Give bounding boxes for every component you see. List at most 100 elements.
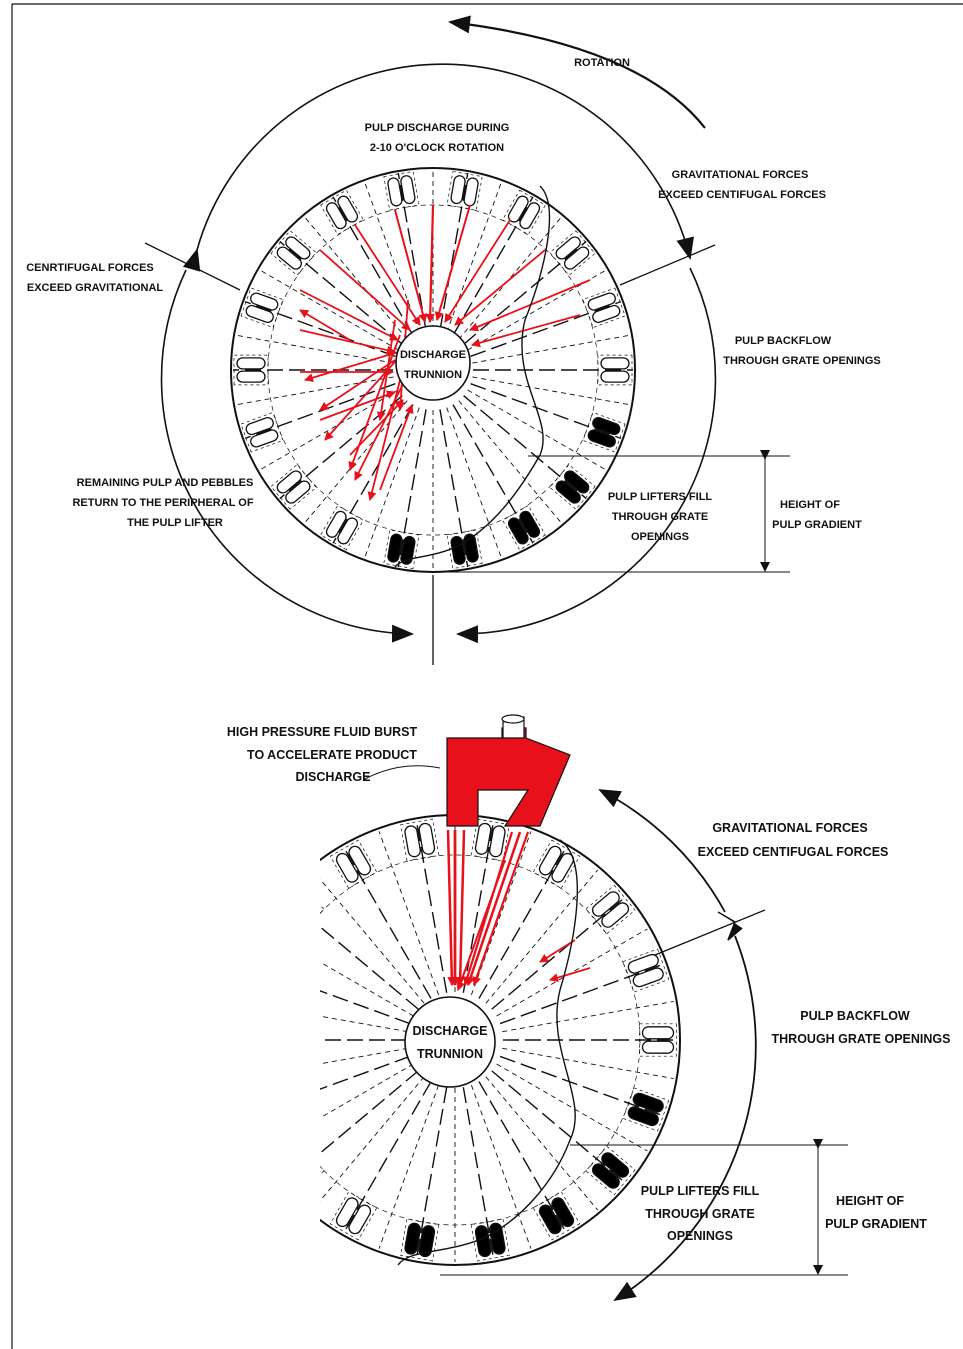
radial-line <box>378 831 440 996</box>
pulp-lifter <box>532 1191 581 1241</box>
lifter-slot <box>601 902 630 928</box>
lifter-slot <box>279 1150 310 1179</box>
discharge-trunnion <box>395 325 471 401</box>
lifter-slot <box>519 510 541 538</box>
pulp-lifter <box>502 189 546 236</box>
backflow-label-line1: PULP BACKFLOW <box>735 335 832 347</box>
lifter-slot <box>245 304 274 324</box>
lifter-slot <box>632 1092 664 1113</box>
lifter-slot <box>335 852 359 883</box>
lifter-slot <box>450 175 466 205</box>
radial-line <box>491 1070 626 1184</box>
lifter-slot <box>400 535 416 565</box>
discharge-arrow <box>471 314 581 348</box>
lifter-slot <box>538 1204 562 1235</box>
discharge-arrow <box>549 967 591 983</box>
lifter-frame <box>470 1218 510 1262</box>
pulp-lifter <box>241 1088 287 1131</box>
radial-line <box>397 172 427 331</box>
lifter-frame <box>639 1023 677 1057</box>
lifter-slot <box>601 1152 630 1178</box>
radial-line <box>485 869 599 1004</box>
radial-line <box>343 1081 432 1233</box>
radial-line <box>499 963 664 1025</box>
discharge-arrow <box>354 224 421 326</box>
lifter-slot <box>564 470 590 494</box>
radial-line <box>320 1047 408 1065</box>
radial-line <box>332 404 414 544</box>
backflow-arc-arrow <box>613 935 757 1302</box>
lifter-slot <box>592 416 621 436</box>
red-discharge-arrows <box>299 204 591 501</box>
lifter-slot <box>276 470 302 494</box>
lifter-frame <box>383 171 420 211</box>
radial-line <box>496 1063 648 1152</box>
backflow-label-line2: THROUGH GRATE OPENINGS <box>723 355 880 367</box>
lifter-frame <box>240 412 284 453</box>
radial-line <box>320 1055 411 1090</box>
red-discharge-arrows <box>446 829 591 991</box>
trunnion-label-line2: TRUNNION <box>404 369 462 381</box>
lifter-slot <box>250 292 279 311</box>
pulp-lifter <box>597 354 633 386</box>
pulp-lifter <box>241 949 287 992</box>
lifter-slot <box>245 966 278 988</box>
lifter-frame <box>320 504 364 551</box>
radial-line <box>462 1087 495 1259</box>
radial-line <box>470 300 622 357</box>
lifter-slot <box>245 1092 278 1114</box>
lifter-slot <box>418 1225 436 1258</box>
lifter-frame <box>240 287 284 328</box>
discharge-title-line1: PULP DISCHARGE DURING <box>365 122 510 134</box>
radial-line <box>378 1084 440 1249</box>
trunnion-label-line1: DISCHARGE <box>412 1024 487 1038</box>
lifter-slot <box>285 236 311 260</box>
lifter-frame <box>270 464 317 510</box>
radial-line <box>415 1087 448 1259</box>
discharge-arrow <box>446 829 457 986</box>
height-label-line1: HEIGHT OF <box>836 1194 904 1208</box>
discharge-arrow <box>455 829 466 986</box>
radial-line <box>496 928 648 1017</box>
trunnion-label-line2: TRUNNION <box>417 1047 483 1061</box>
lifter-slot <box>325 510 347 538</box>
lifter-slot <box>335 1197 359 1228</box>
pulp-lifter <box>446 171 483 211</box>
height-label-line2: PULP GRADIENT <box>772 519 862 531</box>
lifter-slot <box>489 1222 506 1255</box>
pulp-lifter <box>279 1145 325 1196</box>
discharge-arrow <box>394 209 428 323</box>
lifter-slot <box>250 953 283 975</box>
pulp-lifter <box>234 1024 271 1056</box>
lifter-frame <box>622 1087 670 1132</box>
lifter-slot <box>250 429 279 448</box>
discharge-arrow <box>348 334 401 471</box>
lifter-slot <box>507 195 529 223</box>
gravitational-label-line2: EXCEED CENTIFUGAL FORCES <box>698 845 889 859</box>
radial-line <box>343 847 432 999</box>
nozzle-body <box>446 727 571 827</box>
lifter-frame <box>329 839 378 889</box>
remaining-label-line3: THE PULP LIFTER <box>127 517 223 529</box>
centrifugal-label-line2: EXCEED GRAVITATIONAL <box>27 282 164 294</box>
radial-line <box>415 821 448 993</box>
lifter-slot <box>519 202 541 230</box>
radial-line <box>320 1015 408 1033</box>
pulp-lifter <box>502 504 546 551</box>
radial-line <box>502 1047 674 1079</box>
gravitational-label-line2: EXCEED CENTIFUGAL FORCES <box>658 189 826 201</box>
lifter-slot <box>337 195 359 223</box>
radial-line <box>244 300 396 357</box>
lifter-frame <box>233 354 269 386</box>
pulp-gradient-curve <box>394 185 551 568</box>
gravitational-arc-arrow <box>456 267 717 644</box>
discharge-arrow <box>304 349 406 383</box>
radial-line <box>463 395 587 500</box>
lifter-frame <box>502 189 546 236</box>
centrifugal-label-line1: CENRTIFUGAL FORCES <box>26 262 154 274</box>
lifter-frame <box>446 529 483 569</box>
remaining-label-line1: REMAINING PULP AND PEBBLES <box>77 477 254 489</box>
radial-line <box>463 240 587 345</box>
lifter-frame <box>241 949 287 992</box>
fluid-burst-label-line1: HIGH PRESSURE FLUID BURST <box>227 725 418 739</box>
